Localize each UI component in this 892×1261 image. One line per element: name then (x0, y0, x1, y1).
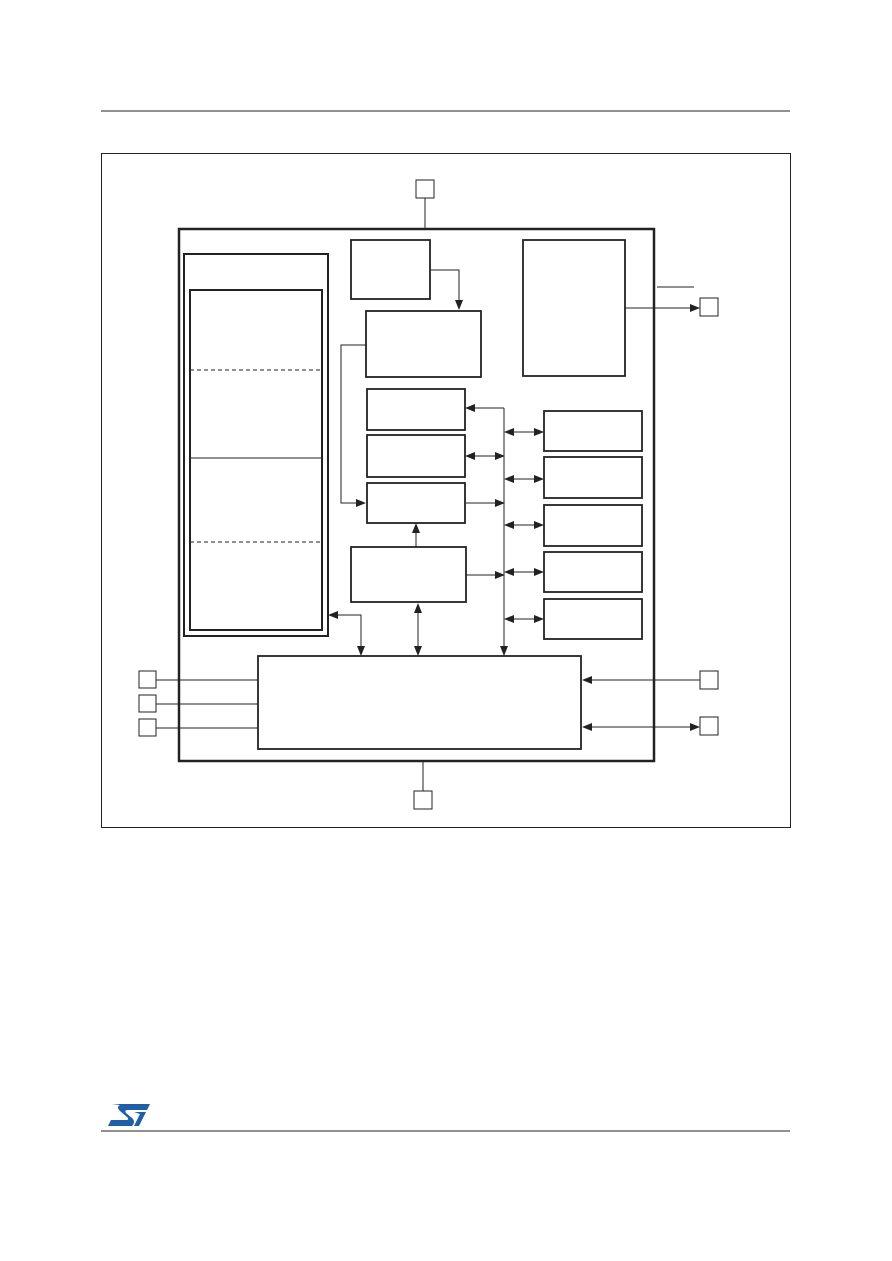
peripheral-block-3 (543, 504, 643, 547)
peripheral-block-5 (543, 598, 643, 640)
controller-feedback-line (340, 344, 366, 507)
center-block-4 (350, 546, 467, 603)
center-block-1 (366, 388, 466, 431)
pin-left-1 (138, 670, 157, 689)
center-block-2 (366, 434, 466, 478)
center-block-3 (366, 482, 466, 524)
controller-block (365, 310, 482, 378)
memory-outer-block (183, 253, 329, 637)
memory-inner-block (189, 289, 323, 631)
pin-bottom (413, 790, 433, 810)
pin-left-2 (138, 694, 157, 713)
peripheral-block-4 (543, 551, 643, 593)
peripheral-block-2 (543, 456, 643, 499)
top-center-arrow (430, 269, 463, 310)
pin-right-1 (699, 670, 719, 690)
top-center-block (350, 239, 431, 300)
core-logic-block (257, 655, 582, 750)
pin-right-2 (699, 716, 719, 736)
memory-to-core-arrow (328, 611, 365, 656)
chip-boundary (177, 227, 656, 763)
pin-top (415, 179, 435, 199)
peripheral-block-1 (543, 410, 643, 452)
pin-left-3 (138, 718, 157, 737)
figure-frame (101, 153, 791, 828)
top-right-block (522, 239, 626, 377)
st-logo-icon (108, 1104, 150, 1126)
pin-right-top (699, 297, 719, 317)
